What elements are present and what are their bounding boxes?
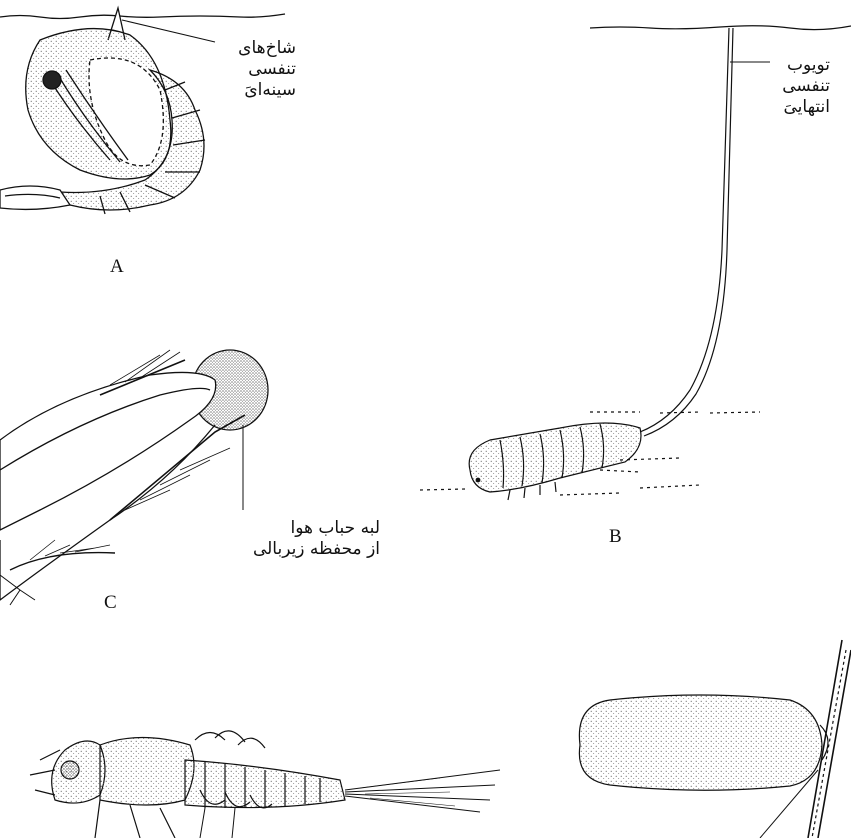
label-a-line-3: سینه‌ایَ [196,80,296,101]
panel-d-illustration [30,731,500,838]
panel-e-illustration [579,640,851,838]
label-b-line-1: تویوب [750,55,830,76]
label-c-air-bubble: لبه حباب هوا از محفظه زیربالی [230,518,380,560]
panel-letter-b: B [609,526,622,548]
panel-c-illustration [0,350,268,605]
mid-leg [10,553,115,570]
pupa-casing [579,695,822,790]
label-c-line-1: لبه حباب هوا [230,518,380,539]
water-surface-a [0,14,285,19]
water-surface-b [590,26,851,30]
cerci [345,770,500,812]
label-b-line-3: انتهاییَ [750,97,830,118]
label-b-terminal-tube: تویوب تنفسی انتهاییَ [750,55,830,118]
pupa-eye [43,71,61,89]
label-a-line-2: تنفسی [196,59,296,80]
label-c-line-2: از محفظه زیربالی [230,539,380,560]
label-a-line-1: شاخ‌های [196,38,296,59]
larva-body [469,423,641,492]
nymph-thorax [100,738,194,806]
panel-letter-a: A [110,256,124,278]
breathing-tube [640,28,729,432]
label-b-line-2: تنفسی [750,76,830,97]
label-a-respiratory-horns: شاخ‌های تنفسی سینه‌ایَ [196,38,296,101]
panel-letter-c: C [104,592,117,614]
